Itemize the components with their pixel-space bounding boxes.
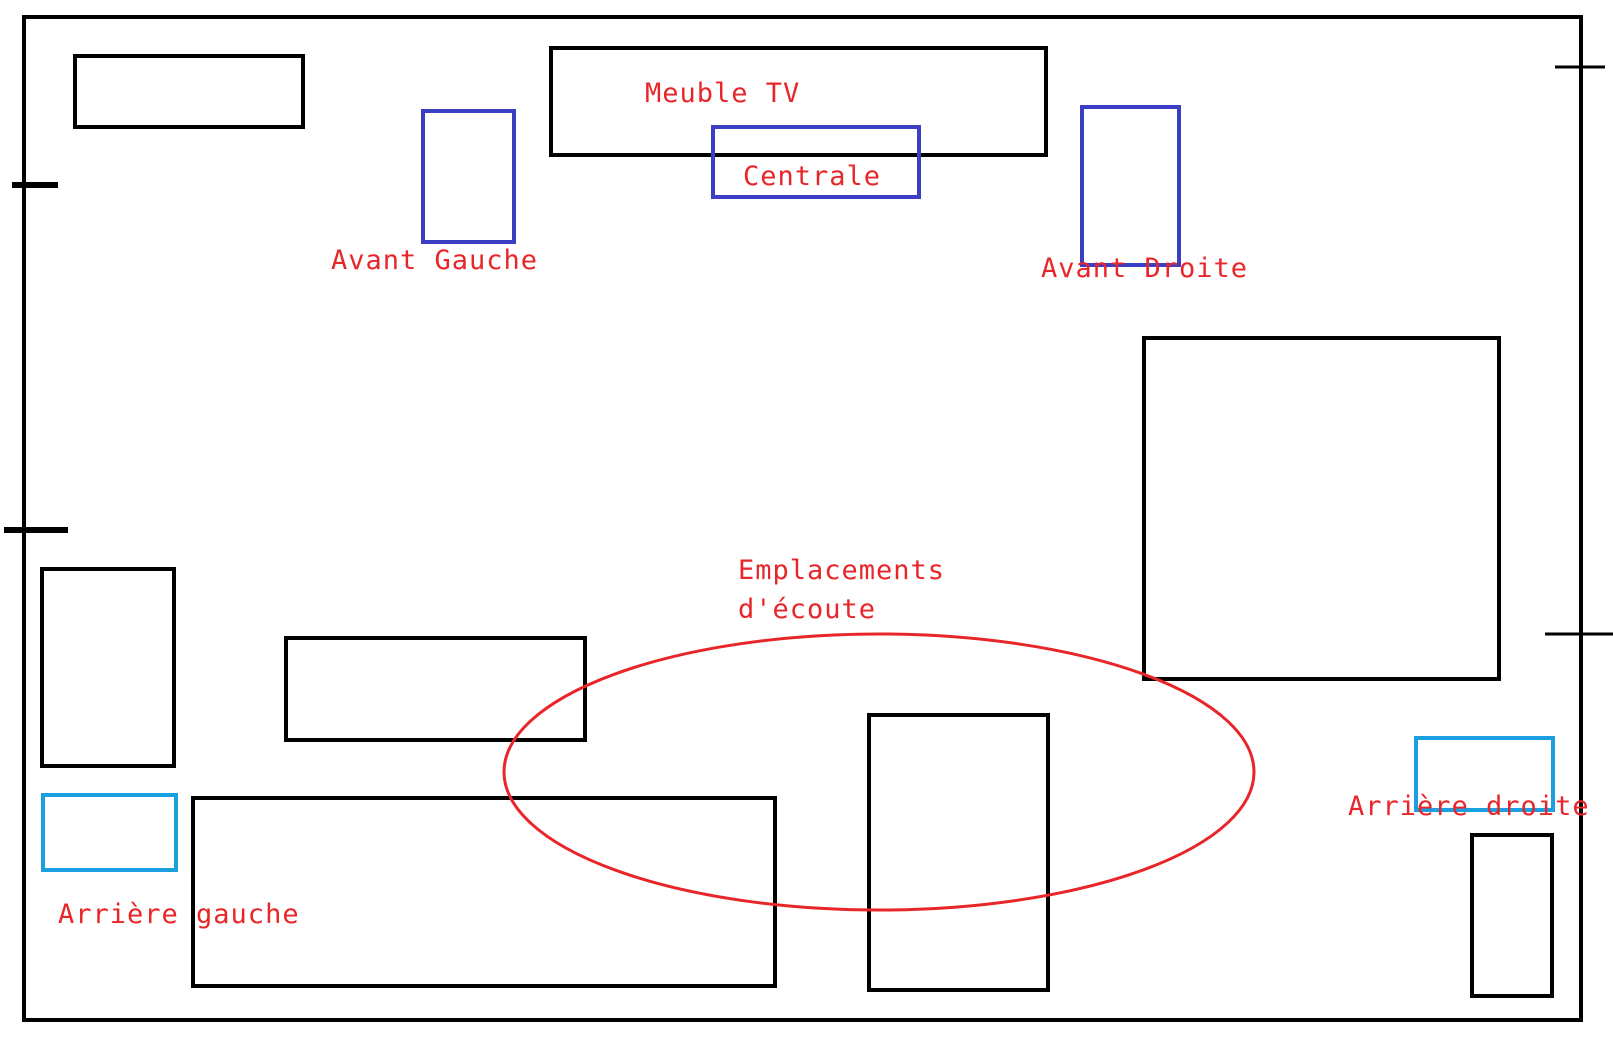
furniture-tv-stand: [549, 46, 1048, 157]
speaker-rear-left: [41, 793, 178, 872]
label-avant-gauche: Avant Gauche: [331, 245, 539, 276]
furniture-sofa: [191, 796, 777, 988]
speaker-rear-right: [1414, 736, 1555, 812]
furniture-middle-left: [284, 636, 587, 742]
speaker-center: [711, 125, 921, 199]
furniture-top-left: [73, 54, 305, 129]
furniture-bottom-right: [1470, 833, 1554, 998]
label-centrale: Centrale: [743, 161, 882, 192]
speaker-front-left: [421, 109, 516, 244]
label-arriere-gauche: Arrière gauche: [58, 899, 300, 930]
speaker-front-right: [1080, 105, 1181, 267]
room-outline: [22, 15, 1583, 1022]
label-arriere-droite: Arrière droite: [1348, 791, 1590, 822]
furniture-armchair: [867, 713, 1050, 992]
furniture-left-small: [40, 567, 176, 768]
label-avant-droite: Avant Droite: [1041, 253, 1249, 284]
furniture-right-large: [1142, 336, 1501, 681]
label-emplacements: Emplacements: [738, 555, 946, 586]
label-ecoute: d'écoute: [738, 594, 877, 625]
listening-zone: [502, 632, 1256, 912]
label-meuble-tv: Meuble TV: [645, 78, 801, 109]
